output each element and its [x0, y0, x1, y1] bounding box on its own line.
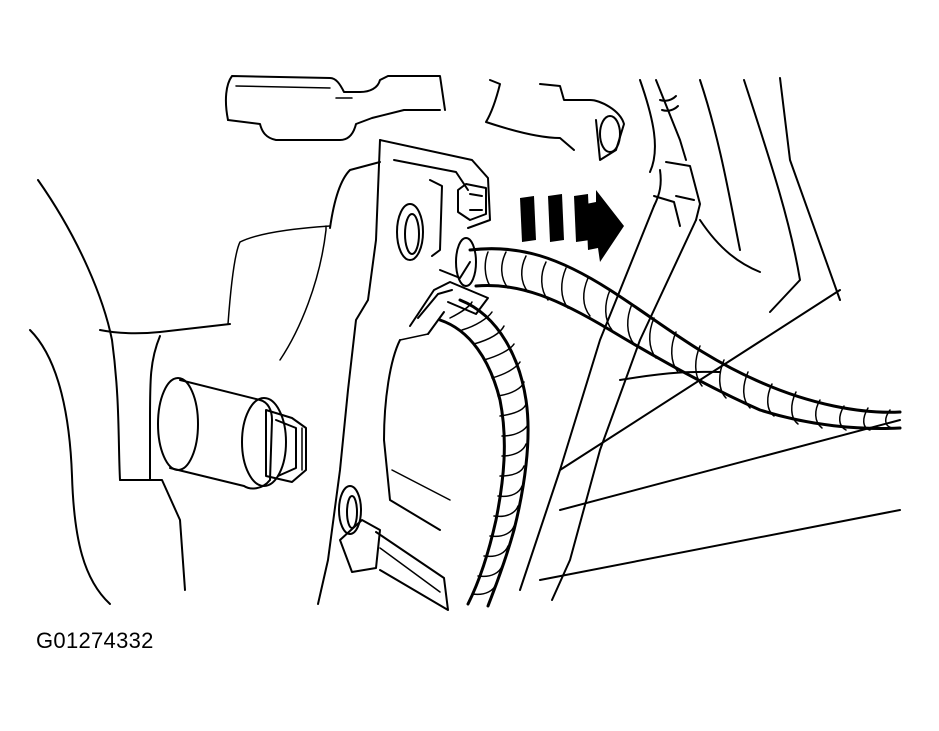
- engine-block: [485, 77, 841, 313]
- upper-stud-nut: [457, 183, 487, 221]
- mounting-bracket: [279, 139, 491, 605]
- direction-arrow-icon: [520, 190, 624, 262]
- wiring-harness-branch: [438, 298, 530, 608]
- lower-bolt: [339, 519, 449, 611]
- lower-bracket-outline: [383, 333, 451, 531]
- upper-cover-casting: [224, 75, 446, 141]
- wiring-harness-main: [455, 237, 902, 431]
- coolant-pipe: [519, 161, 701, 601]
- harness-clip: [409, 261, 489, 335]
- left-panel: [29, 179, 331, 605]
- frame-members: [539, 289, 901, 581]
- pivot-bolt: [157, 377, 307, 490]
- figure-code-label: G01274332: [36, 628, 154, 653]
